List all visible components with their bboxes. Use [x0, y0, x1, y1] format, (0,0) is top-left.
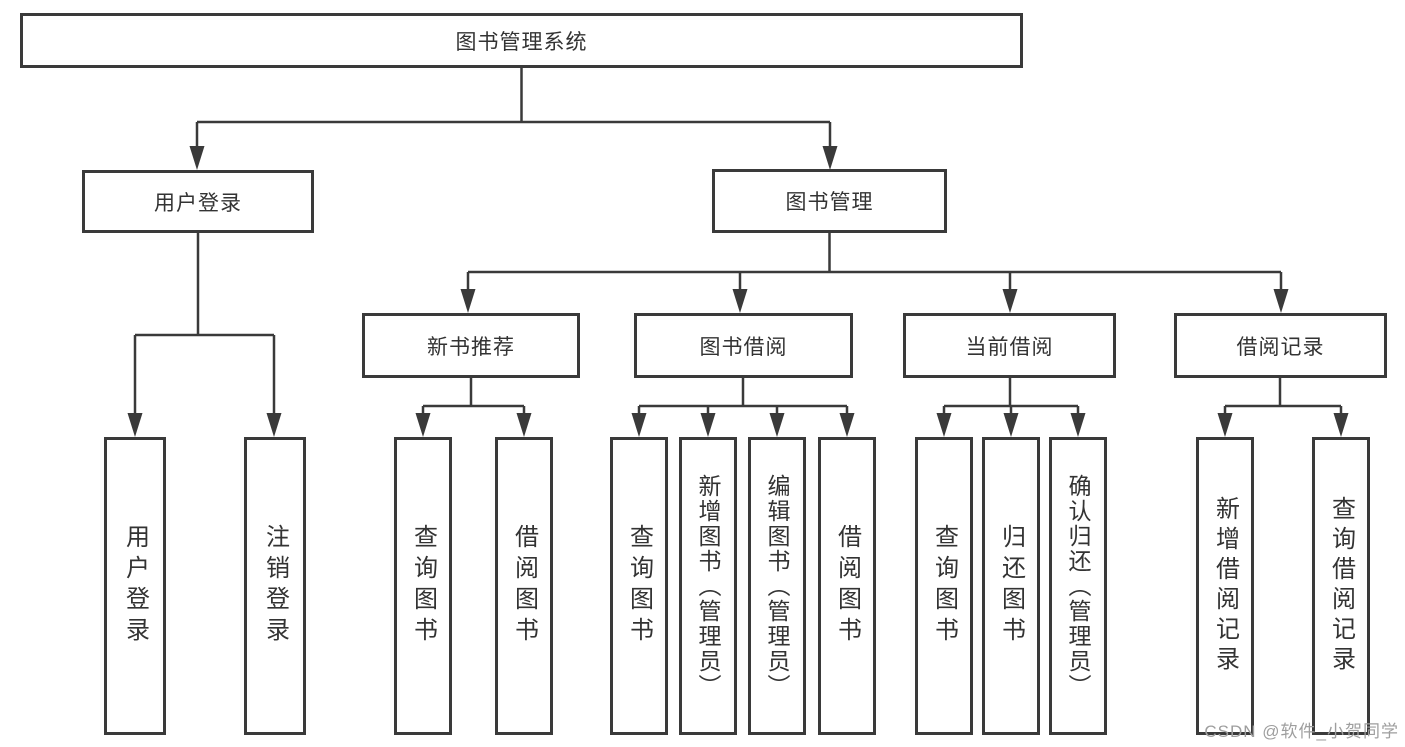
leaf-return-books: 归还图书 — [982, 437, 1040, 735]
leaf-borrow-books-recommend: 借阅图书 — [495, 437, 553, 735]
connector-currentborrow-to-leaves — [942, 378, 1080, 419]
leaf-add-borrow-record: 新增借阅记录 — [1196, 437, 1254, 735]
node-borrow-records: 借阅记录 — [1174, 313, 1387, 378]
leaf-query-books-recommend: 查询图书 — [394, 437, 452, 735]
leaf-query-books-borrow: 查询图书 — [610, 437, 668, 735]
leaf-confirm-return-admin: 确认归还（管理员） — [1049, 437, 1107, 735]
connector-records-to-leaves — [1223, 378, 1343, 419]
leaf-logout: 注销登录 — [244, 437, 306, 735]
leaf-user-login: 用户登录 — [104, 437, 166, 735]
leaf-borrow-books: 借阅图书 — [818, 437, 876, 735]
leaf-query-borrow-record: 查询借阅记录 — [1312, 437, 1370, 735]
node-book-borrow: 图书借阅 — [634, 313, 853, 378]
node-library-management-system: 图书管理系统 — [20, 13, 1023, 68]
leaf-edit-books-admin: 编辑图书（管理员） — [748, 437, 806, 735]
leaf-query-books-current: 查询图书 — [915, 437, 973, 735]
connector-userlogin-to-leaves — [133, 233, 276, 419]
node-new-book-recommend: 新书推荐 — [362, 313, 580, 378]
leaf-add-books-admin: 新增图书（管理员） — [679, 437, 737, 735]
connector-bookborrow-to-leaves — [637, 378, 849, 419]
node-current-borrow: 当前借阅 — [903, 313, 1116, 378]
connector-newbooks-to-leaves — [421, 378, 526, 419]
connector-bookmgmt-to-level3 — [466, 233, 1283, 295]
connector-root-to-level2 — [195, 68, 832, 150]
arrowheads — [127, 146, 1349, 437]
csdn-watermark: CSDN @软件_小贺同学 — [1204, 722, 1399, 741]
node-book-management: 图书管理 — [712, 169, 947, 233]
node-user-login: 用户登录 — [82, 170, 314, 233]
